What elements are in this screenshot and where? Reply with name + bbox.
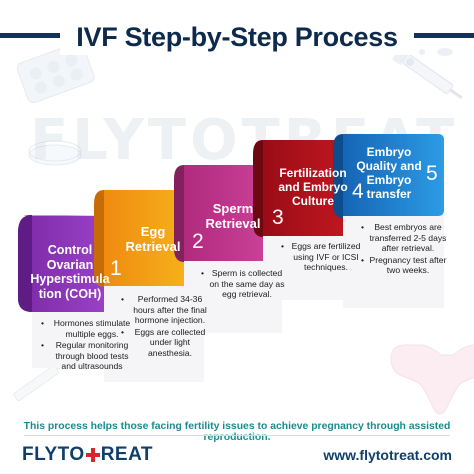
step-5-title: Embryo Quality and Embryo transfer: [356, 145, 422, 201]
step-5-details: Best embryos are transferred 2-5 days af…: [358, 222, 448, 277]
step-3-title: Sperm Retrieval: [205, 201, 261, 231]
footer-divider: [24, 435, 450, 436]
step-4-details: Eggs are fertilized using IVF or ICSI te…: [278, 241, 364, 274]
red-cross-icon: [85, 448, 100, 462]
step-5-number: 5: [426, 162, 438, 185]
brand-text-right: REAT: [100, 444, 153, 465]
brand-logo[interactable]: FLYTO REAT: [22, 444, 153, 466]
step-4-number: 4: [352, 180, 364, 203]
step-2-number: 2: [192, 230, 204, 253]
step-1-detail: Regular monitoring through blood tests a…: [41, 340, 136, 372]
pill-blister-icon: [16, 42, 95, 104]
website-link[interactable]: www.flytotreat.com: [323, 447, 452, 463]
step-2-details: Performed 34-36 hours after the final ho…: [118, 294, 212, 360]
step-1-title: Control Ovarian Hyperstimula tion (COH): [30, 243, 110, 301]
uterus-icon: [390, 344, 474, 415]
footer-note: This process helps those facing fertilit…: [23, 421, 451, 443]
pills-icon: [406, 48, 453, 66]
step-3-detail: Sperm is collected on the same day as eg…: [201, 268, 286, 300]
step-5-detail: Pregnancy test after two weeks.: [361, 255, 448, 276]
step-4-detail: Eggs are fertilized using IVF or ICSI te…: [281, 241, 364, 273]
step-1-details: Hormones stimulate multiple eggs. Regula…: [38, 318, 136, 373]
step-5-detail: Best embryos are transferred 2-5 days af…: [361, 222, 448, 254]
step-2-detail: Performed 34-36 hours after the final ho…: [121, 294, 212, 326]
step-1-detail: Hormones stimulate multiple eggs.: [41, 318, 136, 339]
step-1-number: 1: [110, 257, 122, 280]
brand-text-left: FLYTO: [22, 444, 85, 465]
step-4-title: Fertilization and Embryo Culture: [278, 166, 348, 208]
petri-dish-icon: [28, 140, 82, 166]
page-title: IVF Step-by-Step Process: [60, 19, 414, 55]
step-3-number: 3: [272, 206, 284, 229]
step-3-details: Sperm is collected on the same day as eg…: [198, 268, 286, 301]
step-2-detail: Eggs are collected under light anesthesi…: [121, 327, 212, 359]
step-2-title: Egg Retrieval: [125, 224, 181, 254]
